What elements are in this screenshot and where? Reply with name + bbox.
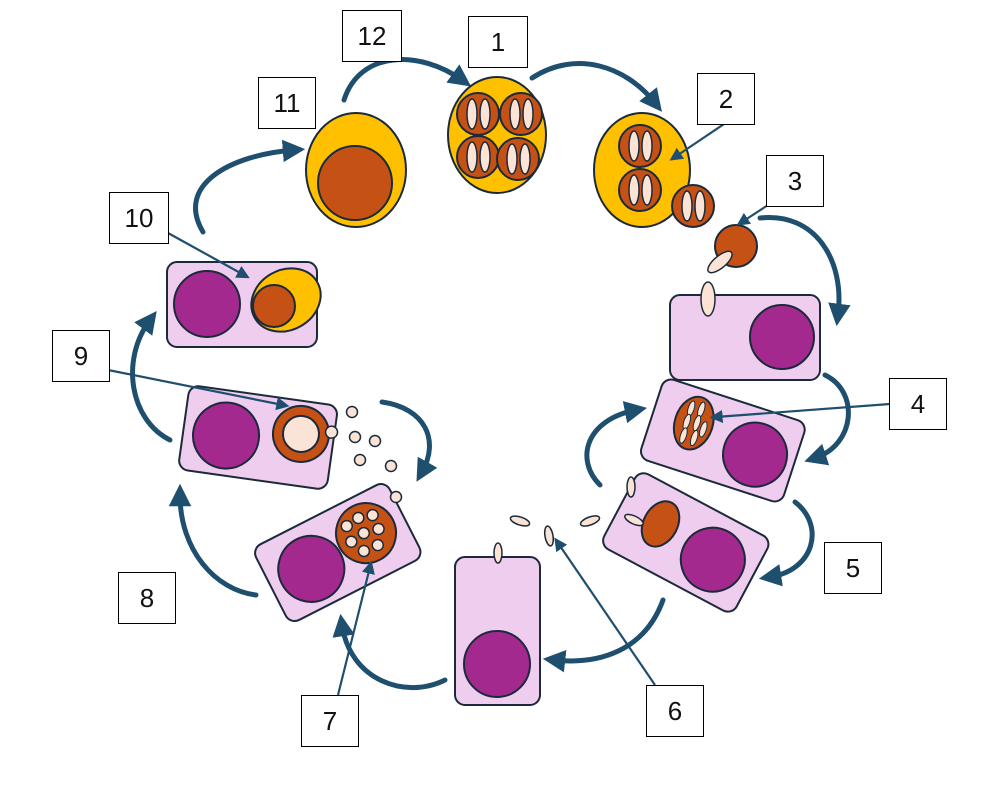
host-cell-schizont bbox=[639, 378, 806, 503]
exiting-merozoites bbox=[624, 476, 644, 527]
label-11: 11 bbox=[258, 77, 316, 129]
released-microgametes bbox=[345, 405, 403, 504]
unsporulated-oocyst bbox=[305, 112, 407, 228]
pointer-4 bbox=[709, 402, 891, 424]
cycle-arrow-3-to-host bbox=[757, 215, 851, 327]
label-12: 12 bbox=[342, 10, 402, 62]
released-sporozoite bbox=[707, 224, 758, 274]
pointer-9 bbox=[107, 368, 290, 411]
cycle-arrow-10-to-11 bbox=[193, 139, 306, 235]
cycle-arrow-host-to-4 bbox=[804, 372, 851, 466]
cycle-arrow-5-to-6 bbox=[542, 597, 666, 673]
pointer-2 bbox=[669, 121, 728, 161]
cycle-arrow-12-to-1 bbox=[341, 57, 472, 103]
label-4: 4 bbox=[889, 378, 947, 430]
label-10: 10 bbox=[109, 192, 169, 244]
pointer-10 bbox=[167, 232, 250, 279]
label-1: 1 bbox=[468, 16, 528, 68]
cycle-arrow-merozoite-release bbox=[379, 399, 438, 482]
free-merozoites bbox=[509, 515, 601, 547]
pointer-7 bbox=[336, 560, 375, 696]
cycle-arrow-1-to-2 bbox=[529, 61, 662, 112]
sporulated-oocyst bbox=[447, 76, 547, 194]
pointer-3 bbox=[736, 204, 769, 226]
label-3: 3 bbox=[766, 155, 824, 207]
cycle-arrow-4-to-5 bbox=[758, 499, 815, 587]
excysting-oocyst bbox=[593, 112, 715, 228]
cycle-arrow-6-to-7 bbox=[332, 613, 448, 691]
host-cell-merozoite-release bbox=[602, 472, 770, 613]
label-2: 2 bbox=[697, 73, 755, 125]
pointer-6 bbox=[554, 537, 656, 686]
label-9: 9 bbox=[52, 330, 110, 382]
cycle-arrow-7-to-8 bbox=[168, 483, 259, 598]
host-cell-macrogametocyte bbox=[178, 385, 339, 490]
host-cell-sporozoite-entry bbox=[669, 281, 821, 381]
host-cell-merozoite-entry bbox=[454, 542, 541, 706]
label-6: 6 bbox=[646, 685, 704, 737]
cycle-arrow-reinvasion bbox=[584, 401, 648, 488]
cycle-arrow-8-to-9 bbox=[130, 310, 173, 443]
label-7: 7 bbox=[301, 695, 359, 747]
host-cell-zygote bbox=[166, 261, 322, 348]
host-cell-microgametocyte bbox=[254, 483, 422, 623]
label-5: 5 bbox=[824, 542, 882, 594]
label-8: 8 bbox=[118, 572, 176, 624]
